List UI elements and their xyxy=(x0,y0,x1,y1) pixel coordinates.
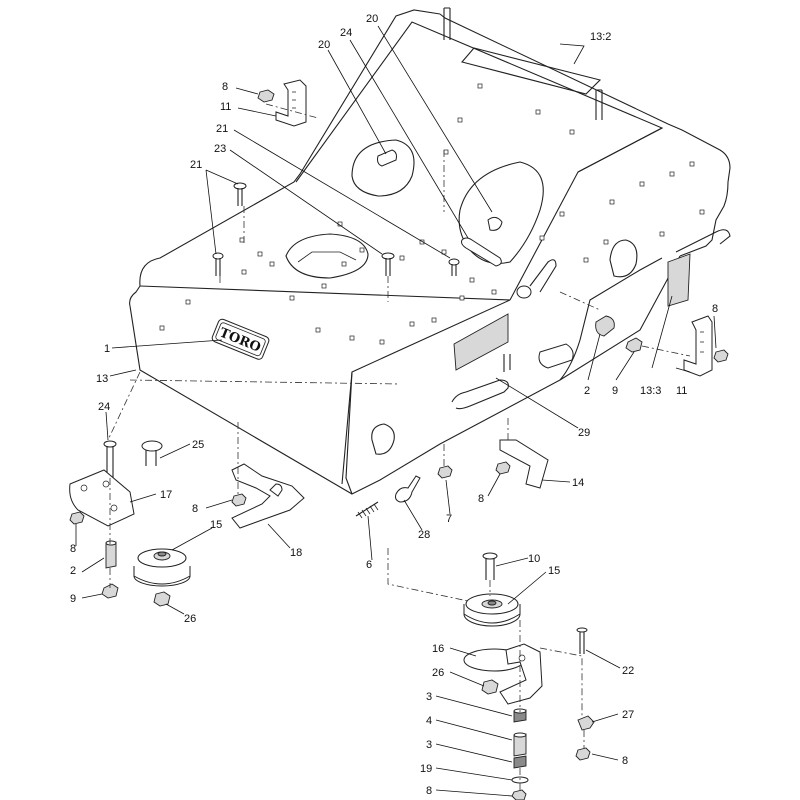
leader-lines xyxy=(75,25,717,797)
lower-right-assembly xyxy=(463,552,595,800)
idler-arm-18 xyxy=(231,463,305,529)
callout-label: 1 xyxy=(104,343,110,355)
callout-label: 3 xyxy=(426,739,432,751)
callout-label: 8 xyxy=(622,755,628,767)
callout-label: 27 xyxy=(622,709,634,721)
upper-hardware xyxy=(212,79,729,377)
callout-label: 21 xyxy=(216,123,228,135)
spacer-2-left xyxy=(105,541,117,569)
bracket-11-right xyxy=(683,315,713,377)
bracket-11-left xyxy=(275,79,307,127)
nut-8-left xyxy=(69,511,85,525)
callout-label: 24 xyxy=(98,401,110,413)
top-plate-holes xyxy=(159,83,705,345)
callout-label: 16 xyxy=(432,643,444,655)
nut-7 xyxy=(437,465,453,479)
bolt-25 xyxy=(141,440,163,466)
callout-label: 8 xyxy=(70,543,76,555)
callout-label: 21 xyxy=(190,159,202,171)
stud-20-b xyxy=(487,216,503,231)
callout-label: 13:2 xyxy=(590,31,611,43)
bolt-21-b xyxy=(212,252,224,276)
callout-label: 26 xyxy=(432,667,444,679)
callout-label: 26 xyxy=(184,613,196,625)
callout-labels: 20 24 20 13:2 8 11 21 23 21 1 13 8 2 9 1… xyxy=(70,13,718,797)
callout-label: 28 xyxy=(418,529,430,541)
callout-label: 17 xyxy=(160,489,172,501)
nut-26-left xyxy=(153,591,171,607)
bolt-23 xyxy=(381,252,395,276)
callout-label: 9 xyxy=(612,385,618,397)
plate-17 xyxy=(69,469,135,527)
callout-label: 11 xyxy=(220,101,231,113)
bolt-21-a xyxy=(233,182,247,206)
callout-label: 29 xyxy=(578,427,590,439)
nut-8-top xyxy=(257,89,275,103)
callout-label: 20 xyxy=(318,39,330,51)
brand-decal: TORO xyxy=(211,318,270,360)
nut-27 xyxy=(577,715,595,731)
spacer-3-lower xyxy=(513,755,527,769)
nut-8-bracket14 xyxy=(495,461,511,475)
callout-label: 9 xyxy=(70,593,76,605)
callout-label: 6 xyxy=(366,559,372,571)
spacer-2-right xyxy=(595,315,615,337)
callout-label: 25 xyxy=(192,439,204,451)
bolt-22 xyxy=(576,627,588,654)
pin-24-rear xyxy=(461,237,502,267)
callout-label: 15 xyxy=(210,519,222,531)
callout-label: 3 xyxy=(426,691,432,703)
deck-housing: TORO xyxy=(129,7,731,495)
callout-label: 22 xyxy=(622,665,634,677)
callout-label: 18 xyxy=(290,547,302,559)
pulley-bracket xyxy=(499,643,543,705)
roller-right xyxy=(538,343,574,369)
bolt-21-c xyxy=(448,258,460,276)
callout-label: 2 xyxy=(70,565,76,577)
nut-26-right xyxy=(481,679,499,695)
callout-label: 23 xyxy=(214,143,226,155)
callout-label: 13:3 xyxy=(640,385,661,397)
bolt-10 xyxy=(482,552,498,580)
eyebolt-28 xyxy=(395,475,421,503)
spring-6 xyxy=(355,501,379,519)
callout-label: 10 xyxy=(528,553,540,565)
callout-label: 8 xyxy=(426,785,432,797)
callout-label: 13 xyxy=(96,373,108,385)
nut-8-right-lower xyxy=(575,747,591,761)
nut-8-mid xyxy=(231,493,247,507)
callout-label: 8 xyxy=(478,493,484,505)
callout-label: 4 xyxy=(426,715,432,727)
callout-label: 20 xyxy=(366,13,378,25)
callout-label: 8 xyxy=(192,503,198,515)
center-opening xyxy=(285,233,369,279)
callout-label: 8 xyxy=(712,303,718,315)
lower-left-assembly xyxy=(69,371,549,607)
callout-label: 24 xyxy=(340,27,352,39)
pulley-15-right xyxy=(463,593,521,627)
bolt-24-lower xyxy=(103,440,117,478)
pulley-15-left xyxy=(133,548,191,587)
callout-label: 19 xyxy=(420,763,432,775)
nut-9-right xyxy=(625,337,643,353)
callout-label: 14 xyxy=(572,477,584,489)
stud-20-a xyxy=(377,149,397,167)
callout-label: 2 xyxy=(584,385,590,397)
nut-8-right xyxy=(713,349,729,363)
callout-label: 15 xyxy=(548,565,560,577)
callout-label: 7 xyxy=(446,513,452,525)
callout-label: 8 xyxy=(222,81,228,93)
nut-8-bottom xyxy=(511,789,527,800)
callout-label: 11 xyxy=(676,385,687,397)
bracket-14 xyxy=(499,439,549,489)
